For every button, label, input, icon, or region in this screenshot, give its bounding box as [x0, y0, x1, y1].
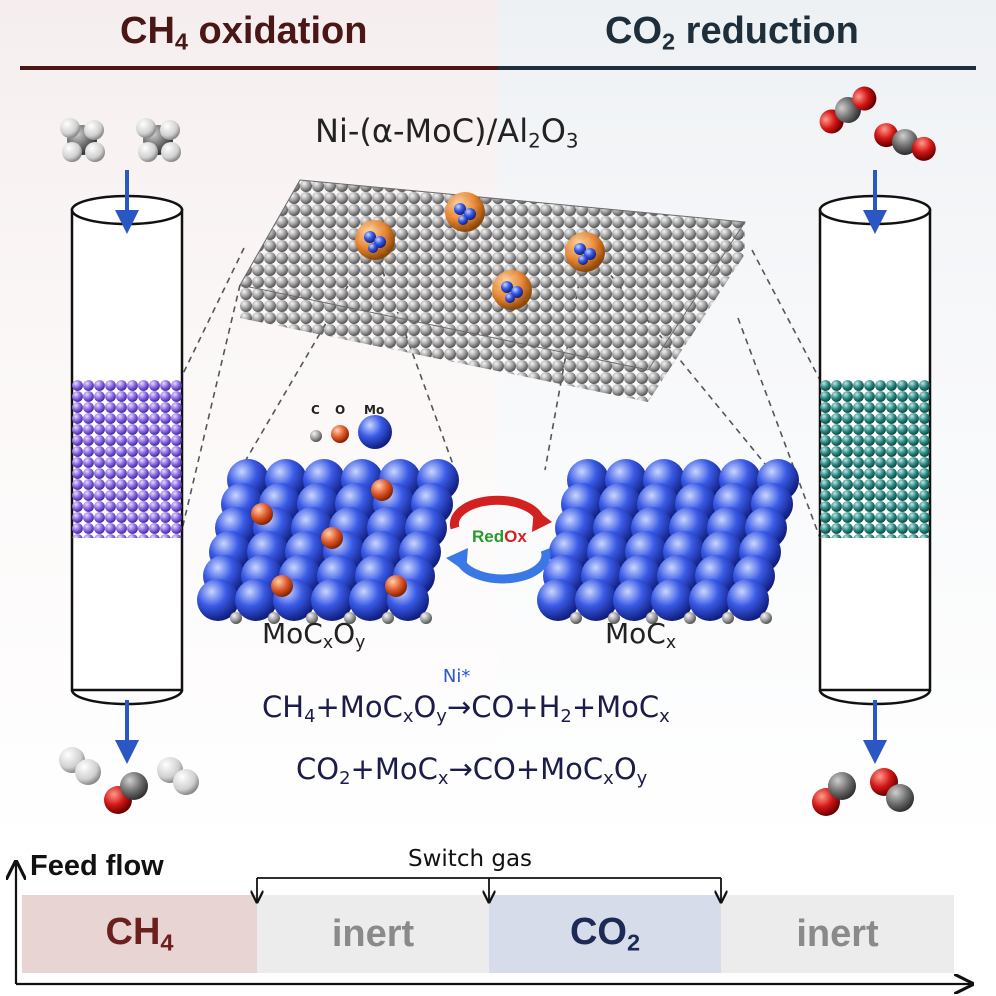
o-atom [385, 575, 407, 597]
ch4-molecule-2 [136, 118, 181, 162]
ch4-molecule-1 [60, 118, 105, 162]
o-atom [371, 479, 393, 501]
c-atom [722, 612, 734, 624]
mo-atom [575, 579, 617, 621]
c-atom [684, 612, 696, 624]
moccxoy-label: MoCxOy [262, 617, 366, 653]
c-atom [382, 612, 394, 624]
moc-cluster-2 [445, 192, 485, 232]
mo-atom [349, 579, 391, 621]
switch-gas-bracket [257, 877, 721, 902]
reactor-diagram [59, 86, 936, 816]
carbon-label: C [311, 403, 320, 417]
c-atom [608, 612, 620, 624]
co-molecule-right-2 [870, 768, 914, 812]
c-atom [306, 612, 318, 624]
mo-atom [727, 579, 769, 621]
zoom-line [179, 247, 245, 381]
molybdenum-label: Mo [364, 403, 385, 417]
mocx-surface [537, 459, 799, 624]
co2-catalyst-bed [820, 380, 930, 538]
feed-segment-inert-1: inert [257, 895, 489, 973]
mo-atom [197, 579, 239, 621]
right-reactor-tube [818, 194, 932, 706]
ni-catalyst-label: Ni* [442, 666, 471, 687]
oxygen-atom-legend [331, 425, 349, 443]
left-header-underline [20, 66, 498, 70]
ch4-catalyst-bed [72, 380, 182, 538]
o-atom [251, 503, 273, 525]
o-atom [321, 527, 343, 549]
feed-segment-ch4: CH4 [22, 895, 257, 973]
feed-flow-axes [0, 840, 996, 996]
oxygen-label: O [335, 403, 346, 417]
mocx-label: MoCx [605, 617, 677, 653]
redox-label: RedOx [472, 527, 527, 546]
carbon-atom-legend [310, 430, 322, 442]
mo-atom [311, 579, 353, 621]
co2-molecule-2 [874, 123, 936, 161]
c-atom [420, 612, 432, 624]
ch4-oxidation-title: CH4 oxidation [120, 10, 368, 55]
h2-molecule-1 [59, 747, 101, 785]
c-atom [760, 612, 772, 624]
co2-reduction-equation: CO2+MoCx→CO+MoCxOy [296, 752, 648, 790]
c-atom [344, 612, 356, 624]
moc-cluster-3 [565, 232, 605, 272]
h2-molecule-2 [157, 757, 199, 795]
feed-segment-inert-2: inert [721, 895, 954, 973]
feed-flow-title: Feed flow [30, 850, 164, 882]
moccxoy-surface [197, 459, 459, 624]
redox-cycle-icon [446, 495, 552, 584]
mo-atom [689, 579, 731, 621]
co2-molecule-1 [819, 86, 877, 134]
c-atom [570, 612, 582, 624]
c-atom [230, 612, 242, 624]
left-reactor-tube [70, 194, 184, 706]
molybdenum-atom-legend [358, 415, 392, 449]
o-atom [271, 575, 293, 597]
moc-cluster-1 [355, 220, 395, 260]
right-header-underline [498, 66, 976, 70]
c-atom [268, 612, 280, 624]
mo-atom [613, 579, 655, 621]
co2-reduction-title: CO2 reduction [605, 10, 859, 55]
mo-atom [651, 579, 693, 621]
c-atom [646, 612, 658, 624]
co-molecule-right-1 [812, 772, 856, 816]
mo-atom [235, 579, 277, 621]
moc-cluster-4 [492, 270, 532, 310]
switch-gas-label: Switch gas [408, 846, 533, 872]
catalyst-formula: Ni-(α-MoC)/Al2O3 [315, 112, 579, 153]
co-molecule-left [104, 772, 148, 814]
mo-atom [537, 579, 579, 621]
feed-segment-co2: CO2 [489, 895, 721, 973]
